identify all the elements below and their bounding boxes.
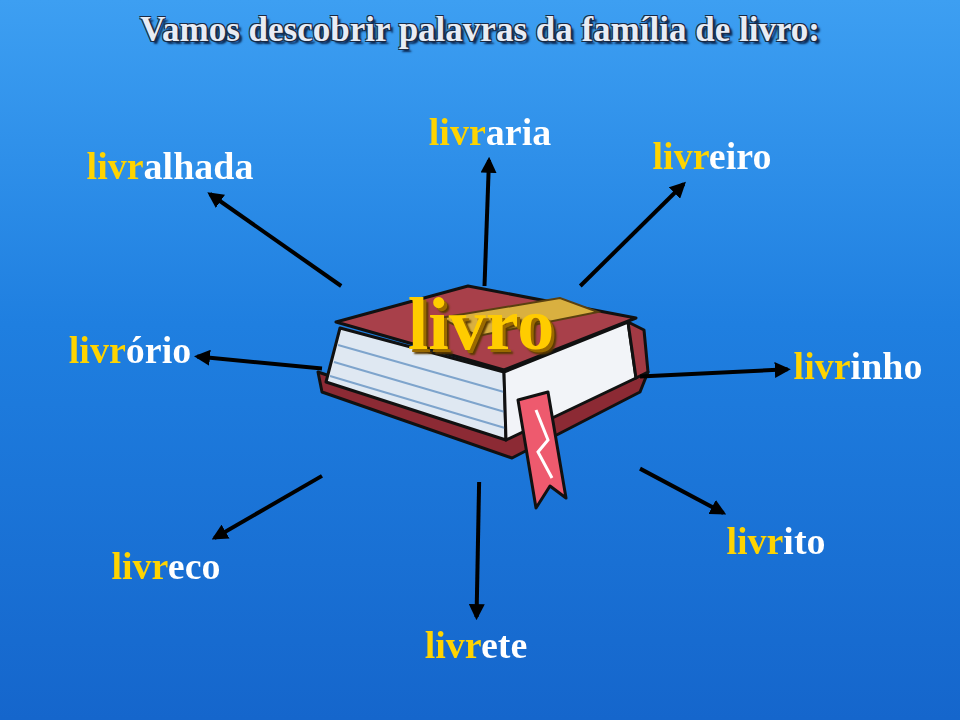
family-word: livrito bbox=[726, 519, 825, 563]
arrow-connector bbox=[640, 469, 723, 513]
family-word: livreco bbox=[111, 544, 220, 588]
family-word: livreiro bbox=[653, 134, 772, 178]
word-node: livrete bbox=[425, 623, 528, 667]
family-word: livrete bbox=[425, 623, 528, 667]
word-node: livreiro bbox=[653, 134, 772, 178]
word-node: livrinho bbox=[794, 344, 923, 388]
arrow-connector bbox=[214, 476, 322, 538]
family-word: livralhada bbox=[87, 144, 254, 188]
word-node: livreco bbox=[111, 544, 220, 588]
word-node: livrório bbox=[69, 328, 191, 372]
arrow-connector bbox=[485, 160, 490, 286]
word-node: livralhada bbox=[87, 144, 254, 188]
family-word: livrinho bbox=[794, 344, 923, 388]
book-ribbon bbox=[518, 392, 566, 508]
family-word: livraria bbox=[429, 110, 551, 154]
word-node: livraria bbox=[429, 110, 551, 154]
arrow-connector bbox=[640, 369, 788, 376]
arrow-connector bbox=[210, 194, 341, 286]
book-node: livro bbox=[322, 286, 640, 482]
book-spine bbox=[628, 322, 648, 378]
arrow-connector bbox=[477, 482, 480, 617]
book-ribbon-mark bbox=[536, 410, 552, 478]
arrow-connector bbox=[197, 357, 322, 369]
title: Vamos descobrir palavras da família de l… bbox=[130, 8, 830, 52]
word-node: livrito bbox=[726, 519, 825, 563]
arrow-connector bbox=[580, 184, 683, 286]
family-word: livrório bbox=[69, 328, 191, 372]
root-word: livro bbox=[322, 286, 640, 362]
